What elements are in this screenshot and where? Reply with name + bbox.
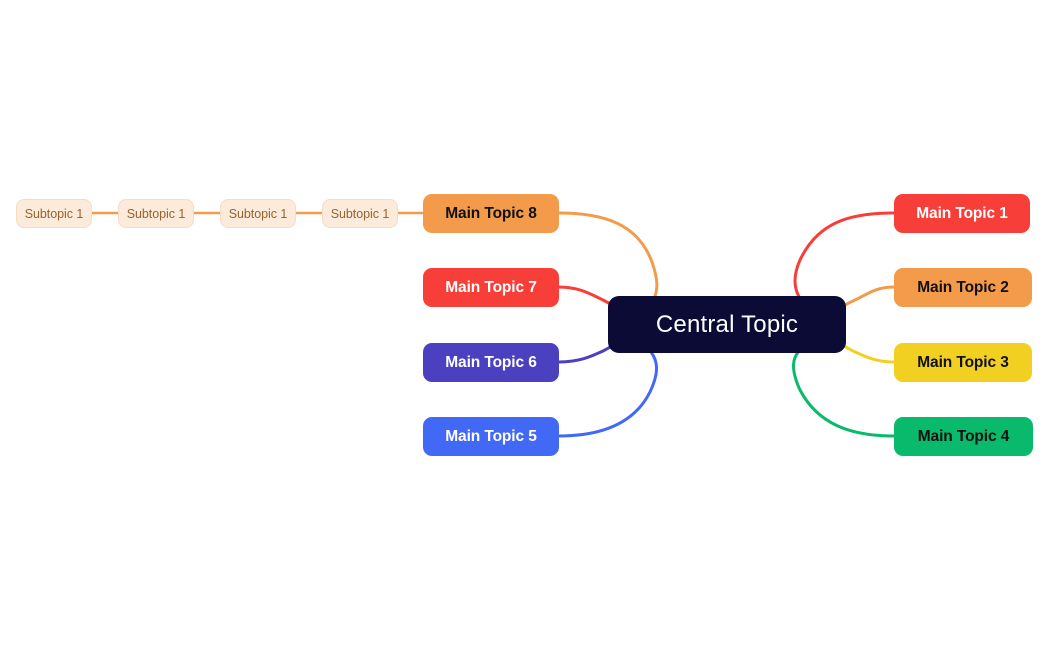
main-topic-7-label: Main Topic 7 xyxy=(445,278,537,296)
edge-main-topic-3 xyxy=(839,342,896,364)
main-topic-1[interactable]: Main Topic 1 xyxy=(894,194,1030,233)
edge-main-topic-8 xyxy=(557,211,659,298)
main-topic-6[interactable]: Main Topic 6 xyxy=(423,343,559,382)
edge-main-topic-2 xyxy=(840,285,896,309)
subtopic-c[interactable]: Subtopic 1 xyxy=(220,199,296,228)
main-topic-3-label: Main Topic 3 xyxy=(917,353,1009,371)
main-topic-8[interactable]: Main Topic 8 xyxy=(423,194,559,233)
subtopic-a[interactable]: Subtopic 1 xyxy=(16,199,92,228)
main-topic-5[interactable]: Main Topic 5 xyxy=(423,417,559,456)
main-topic-7[interactable]: Main Topic 7 xyxy=(423,268,559,307)
main-topic-1-label: Main Topic 1 xyxy=(916,204,1008,222)
main-topic-6-label: Main Topic 6 xyxy=(445,353,537,371)
subtopic-d[interactable]: Subtopic 1 xyxy=(322,199,398,228)
edge-main-topic-6 xyxy=(557,342,617,364)
central-topic-node-label: Central Topic xyxy=(655,310,799,338)
main-topic-2-label: Main Topic 2 xyxy=(917,278,1009,296)
subtopic-a-label: Subtopic 1 xyxy=(24,206,84,221)
edge-main-topic-7 xyxy=(557,285,617,309)
main-topic-2[interactable]: Main Topic 2 xyxy=(894,268,1032,307)
subtopic-b[interactable]: Subtopic 1 xyxy=(118,199,194,228)
main-topic-5-label: Main Topic 5 xyxy=(445,427,537,445)
main-topic-4[interactable]: Main Topic 4 xyxy=(894,417,1033,456)
main-topic-4-label: Main Topic 4 xyxy=(917,427,1010,445)
edge-main-topic-5 xyxy=(557,350,658,438)
main-topic-8-label: Main Topic 8 xyxy=(445,204,537,222)
subtopic-b-label: Subtopic 1 xyxy=(126,206,186,221)
edge-main-topic-4 xyxy=(792,349,896,438)
main-topic-3[interactable]: Main Topic 3 xyxy=(894,343,1032,382)
subtopic-c-label: Subtopic 1 xyxy=(228,206,288,221)
subtopic-d-label: Subtopic 1 xyxy=(330,206,390,221)
central-topic-node[interactable]: Central Topic xyxy=(608,296,846,353)
